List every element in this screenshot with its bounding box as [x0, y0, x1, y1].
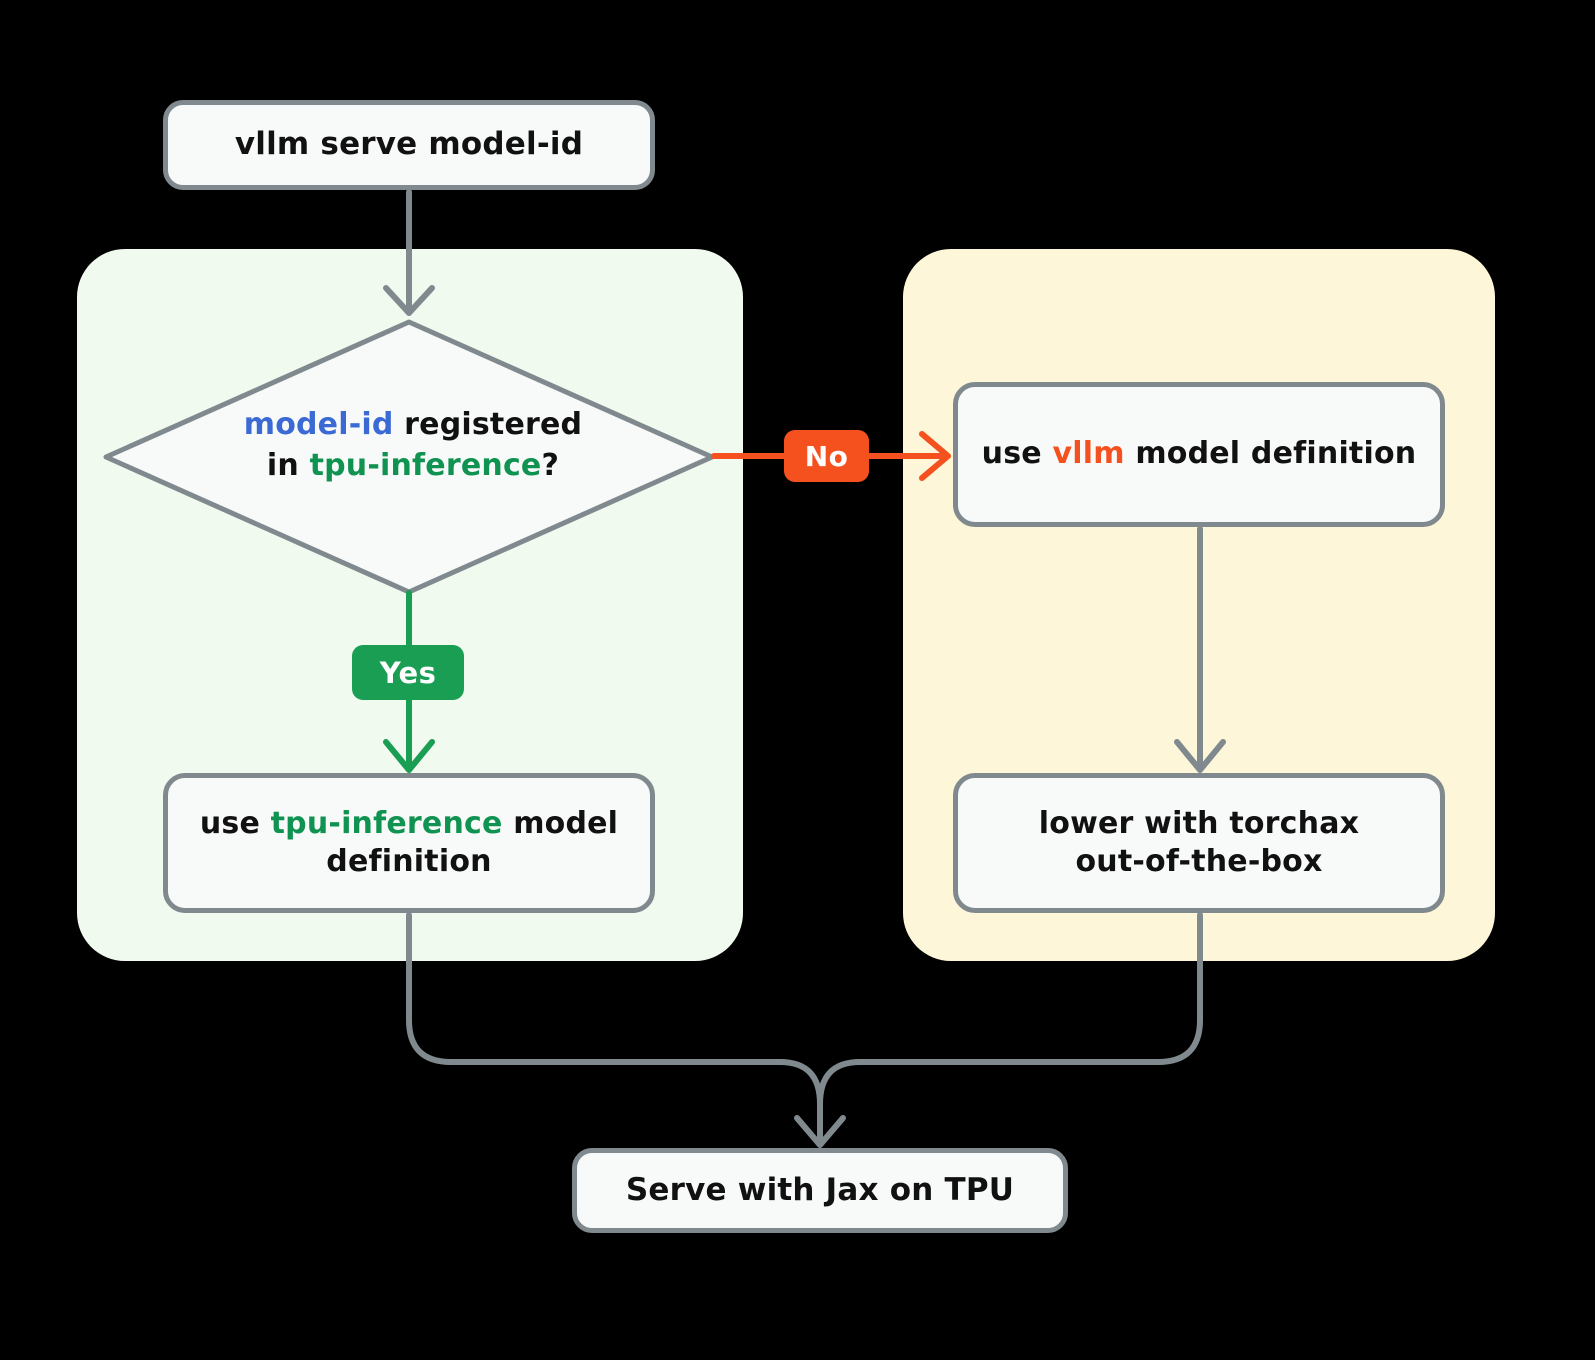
edge-merge-to-serve	[777, 1059, 863, 1148]
node-vllm-definition[interactable]: use vllm model definition	[953, 382, 1445, 527]
node-start-label: vllm serve model-id	[234, 126, 584, 163]
edge-tpu-def-to-serve	[406, 912, 783, 1065]
edge-label-yes: Yes	[352, 645, 464, 700]
node-serve-with-jax-label: Serve with Jax on TPU	[625, 1171, 1015, 1208]
vllm-def-vllm-token: vllm	[1052, 436, 1125, 472]
torchax-line-1: lower with torchax	[1038, 805, 1360, 841]
node-decision[interactable]: model-id registered in tpu-inference?	[163, 405, 663, 487]
decision-tpu-inference-token: tpu-inference	[309, 447, 542, 483]
tpu-def-tpu-inference-token: tpu-inference	[270, 805, 503, 841]
tpu-def-model-definition-text: model definition	[326, 805, 619, 879]
vllm-def-model-definition-text: model definition	[1124, 436, 1417, 472]
edge-label-no: No	[784, 430, 869, 482]
decision-in-text: in	[266, 447, 310, 483]
torchax-line-2: out-of-the-box	[1075, 844, 1323, 879]
node-start[interactable]: vllm serve model-id	[163, 100, 655, 190]
decision-model-id-token: model-id	[243, 407, 394, 442]
edge-vllm-def-to-torchax	[1174, 526, 1226, 773]
edge-decision-to-vllm-def	[711, 431, 951, 481]
node-tpu-inference-definition[interactable]: use tpu-inference model definition	[163, 773, 655, 913]
edge-label-yes-text: Yes	[379, 655, 437, 690]
node-tpu-inference-definition-label: use tpu-inference model definition	[168, 805, 650, 882]
edge-torchax-to-serve	[857, 912, 1203, 1065]
decision-line-2: in tpu-inference?	[163, 446, 663, 487]
edge-label-no-text: No	[804, 439, 849, 473]
edge-decision-to-tpu-def	[383, 590, 435, 773]
decision-line-1: model-id registered	[163, 405, 663, 446]
decision-registered-text: registered	[393, 407, 583, 442]
edge-start-to-decision	[383, 189, 435, 316]
node-vllm-definition-label: use vllm model definition	[966, 435, 1433, 473]
node-serve-with-jax[interactable]: Serve with Jax on TPU	[572, 1148, 1068, 1233]
tpu-def-use-text: use	[199, 805, 271, 841]
vllm-def-use-text: use	[981, 436, 1053, 472]
decision-question-mark: ?	[541, 447, 560, 483]
